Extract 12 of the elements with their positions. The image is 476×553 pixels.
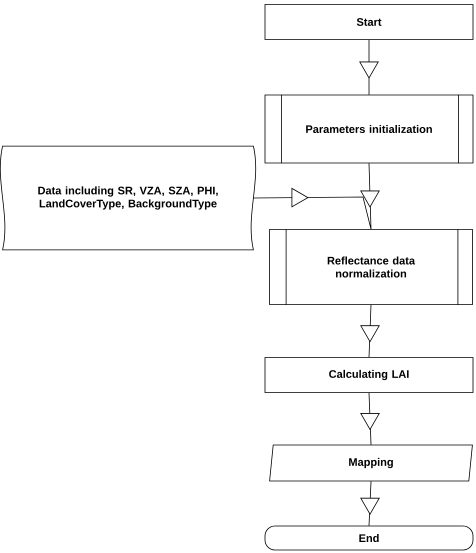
parallelogram-box: Mapping xyxy=(269,444,473,482)
arrow xyxy=(360,304,380,358)
start-box: Start xyxy=(264,4,474,40)
arrow xyxy=(359,40,379,95)
arrow xyxy=(360,392,380,445)
arrow xyxy=(360,481,380,526)
arrow xyxy=(253,188,372,230)
process-box: Calculating LAI xyxy=(264,357,474,393)
arrow xyxy=(360,163,380,230)
process-box: Parameters initialization xyxy=(264,94,474,164)
process-box: Reflectance data normalization xyxy=(269,228,473,306)
end-terminal: End xyxy=(264,526,474,550)
